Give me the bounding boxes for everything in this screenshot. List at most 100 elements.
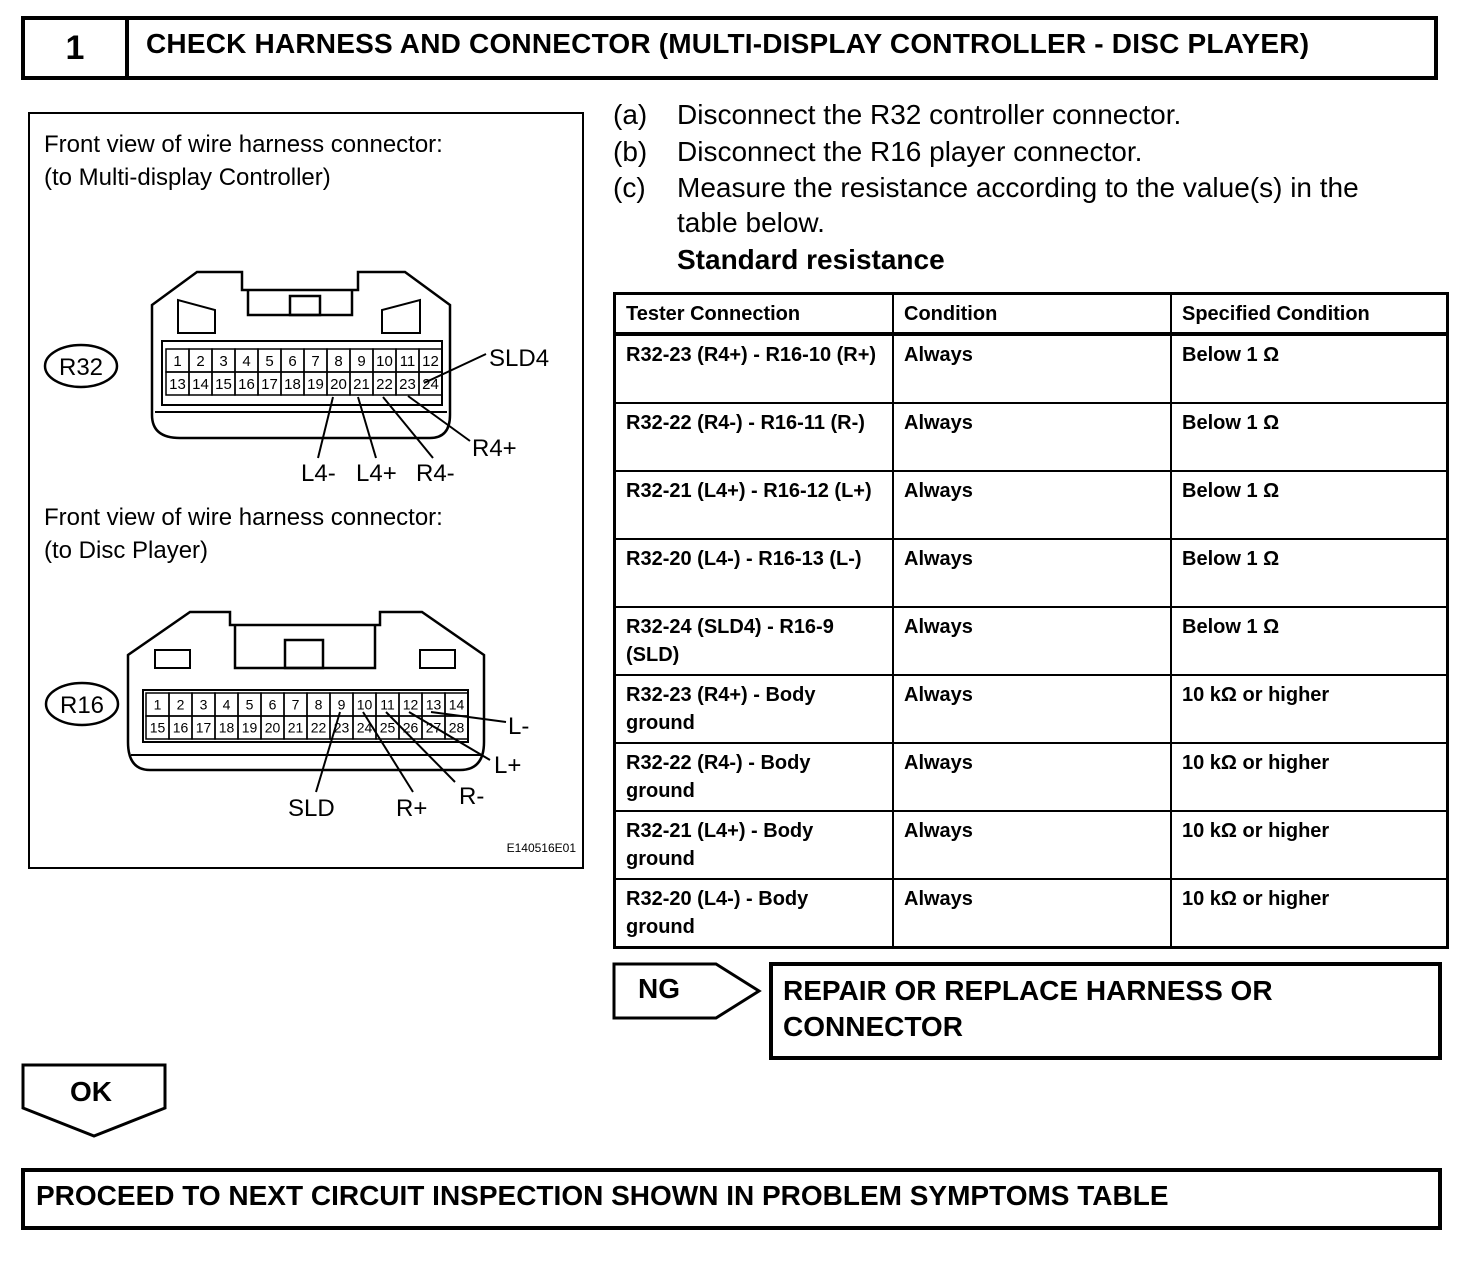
step-title: CHECK HARNESS AND CONNECTOR (MULTI-DISPL… bbox=[146, 28, 1310, 59]
table-cell: R32-21 (L4+) - R16-12 (L+) bbox=[613, 470, 894, 540]
figure-caption-1-line-1: Front view of wire harness connector: bbox=[44, 131, 443, 158]
r32-connector-id: R32 bbox=[59, 354, 103, 381]
step-number: 1 bbox=[25, 20, 129, 76]
pin-number: 5 bbox=[246, 697, 254, 713]
pin-number: 13 bbox=[426, 697, 442, 713]
table-cell: 10 kΩ or higher bbox=[1170, 674, 1449, 744]
pin-number: 16 bbox=[173, 720, 189, 736]
table-cell: Always bbox=[892, 402, 1172, 472]
pin-number: 14 bbox=[192, 376, 209, 393]
instruction-text-a: Disconnect the R32 controller connector. bbox=[677, 99, 1182, 130]
table-cell: Always bbox=[892, 606, 1172, 676]
connector-figure bbox=[28, 112, 584, 869]
r32-connector-id-oval bbox=[43, 343, 119, 389]
pin-number: 3 bbox=[219, 353, 227, 370]
pin-number: 22 bbox=[311, 720, 327, 736]
pin-number: 3 bbox=[200, 697, 208, 713]
pin-number: 13 bbox=[169, 376, 186, 393]
table-cell: Below 1 Ω bbox=[1170, 333, 1449, 404]
table-cell: Always bbox=[892, 878, 1172, 949]
pin-number: 20 bbox=[330, 376, 347, 393]
r32-label-sld4: SLD4 bbox=[489, 345, 549, 372]
pin-number: 15 bbox=[150, 720, 166, 736]
table-cell: 10 kΩ or higher bbox=[1170, 810, 1449, 880]
table-cell: Always bbox=[892, 470, 1172, 540]
pin-number: 9 bbox=[338, 697, 346, 713]
table-cell: R32-20 (L4-) - R16-13 (L-) bbox=[613, 538, 894, 608]
pin-number: 6 bbox=[269, 697, 277, 713]
pin-number: 19 bbox=[307, 376, 324, 393]
instruction-text-c-line-1: Measure the resistance according to the … bbox=[677, 172, 1359, 203]
column-header-tester-connection: Tester Connection bbox=[613, 292, 894, 336]
r32-label-l4-minus: L4- bbox=[301, 460, 336, 487]
figure-caption-1-line-2: (to Multi-display Controller) bbox=[44, 164, 331, 191]
pin-number: 11 bbox=[380, 697, 395, 713]
final-instruction-text: PROCEED TO NEXT CIRCUIT INSPECTION SHOWN… bbox=[36, 1180, 1169, 1211]
pin-number: 11 bbox=[400, 353, 416, 370]
table-cell: Always bbox=[892, 333, 1172, 404]
table-cell: Always bbox=[892, 538, 1172, 608]
table-header-row: Tester Connection Condition Specified Co… bbox=[613, 292, 1449, 336]
pin-number: 24 bbox=[422, 376, 439, 393]
table-cell: Always bbox=[892, 742, 1172, 812]
pin-number: 6 bbox=[288, 353, 296, 370]
pin-number: 12 bbox=[422, 353, 439, 370]
r16-label-l-plus: L+ bbox=[494, 752, 521, 779]
instruction-letter-a: (a) bbox=[613, 99, 648, 130]
ng-label: NG bbox=[638, 973, 680, 1004]
final-instruction-box bbox=[21, 1168, 1442, 1230]
pin-number: 1 bbox=[154, 697, 162, 713]
pin-number: 20 bbox=[265, 720, 281, 736]
table-cell: R32-21 (L4+) - Body ground bbox=[613, 810, 894, 880]
r16-label-r-minus: R- bbox=[459, 783, 484, 810]
ok-label: OK bbox=[70, 1076, 112, 1107]
pin-number: 7 bbox=[292, 697, 300, 713]
pin-number: 21 bbox=[353, 376, 370, 393]
column-header-condition: Condition bbox=[892, 292, 1172, 336]
instruction-text-b: Disconnect the R16 player connector. bbox=[677, 136, 1143, 167]
ng-arrow-icon bbox=[612, 962, 762, 1020]
table-cell: 10 kΩ or higher bbox=[1170, 742, 1449, 812]
pin-number: 23 bbox=[334, 720, 350, 736]
pin-number: 18 bbox=[219, 720, 235, 736]
pin-number: 22 bbox=[376, 376, 393, 393]
table-cell: Below 1 Ω bbox=[1170, 470, 1449, 540]
resistance-table: Tester Connection Condition Specified Co… bbox=[613, 292, 1449, 949]
table-cell: Always bbox=[892, 674, 1172, 744]
table-cell: R32-22 (R4-) - Body ground bbox=[613, 742, 894, 812]
pin-number: 8 bbox=[315, 697, 323, 713]
table-cell: Below 1 Ω bbox=[1170, 402, 1449, 472]
pin-number: 24 bbox=[357, 720, 373, 736]
table-cell: R32-23 (R4+) - R16-10 (R+) bbox=[613, 333, 894, 404]
instruction-letter-c: (c) bbox=[613, 172, 646, 203]
standard-resistance-label: Standard resistance bbox=[677, 244, 945, 275]
instruction-text-c-line-2: table below. bbox=[677, 207, 825, 238]
pin-number: 17 bbox=[261, 376, 278, 393]
r32-label-r4-minus: R4- bbox=[416, 460, 455, 487]
pin-number: 17 bbox=[196, 720, 212, 736]
column-header-specified-condition: Specified Condition bbox=[1170, 292, 1449, 336]
figure-caption-2-line-2: (to Disc Player) bbox=[44, 537, 209, 564]
table-cell: R32-24 (SLD4) - R16-9 (SLD) bbox=[613, 606, 894, 676]
ok-arrow-icon bbox=[21, 1063, 167, 1138]
r32-connector bbox=[150, 270, 452, 440]
pin-number: 25 bbox=[380, 720, 396, 736]
pin-number: 10 bbox=[357, 697, 373, 713]
pin-number: 2 bbox=[177, 697, 185, 713]
pin-number: 21 bbox=[288, 720, 304, 736]
table-cell: R32-22 (R4-) - R16-11 (R-) bbox=[613, 402, 894, 472]
pin-cell bbox=[418, 371, 443, 396]
pin-number: 28 bbox=[449, 720, 465, 736]
table-cell: Below 1 Ω bbox=[1170, 538, 1449, 608]
r16-connector-id: R16 bbox=[60, 692, 104, 719]
pin-number: 18 bbox=[284, 376, 301, 393]
instruction-letter-b: (b) bbox=[613, 136, 648, 167]
